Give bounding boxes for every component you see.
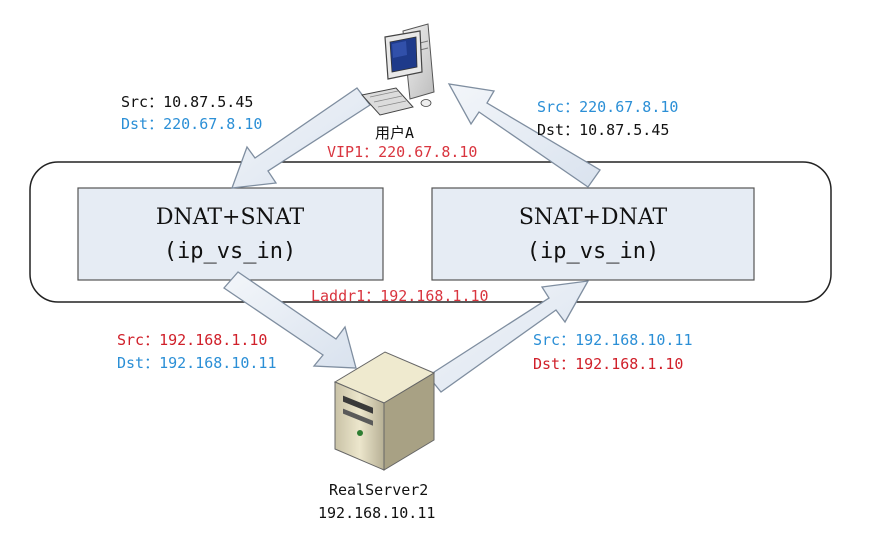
outbound-nat-box: SNAT+DNAT (ip_vs_in) (431, 187, 755, 281)
vip-label: VIP1：220.67.8.10 (327, 143, 477, 161)
arrow-client-to-lvs (231, 87, 371, 189)
lvs-to-client-dst: Dst：10.87.5.45 (537, 121, 669, 139)
server-tower-icon (333, 351, 436, 471)
lvs-to-client-src: Src：220.67.8.10 (537, 98, 678, 116)
inbound-nat-box: DNAT+SNAT (ip_vs_in) (77, 187, 384, 281)
inbound-box-title: DNAT+SNAT (156, 205, 305, 230)
server-to-lvs-src: Src：192.168.10.11 (533, 331, 693, 349)
inbound-box-subtitle: (ip_vs_in) (164, 239, 296, 264)
desktop-computer-icon (361, 23, 435, 116)
arrow-lvs-to-server (223, 271, 357, 369)
lvs-to-server-dst: Dst：192.168.10.11 (117, 354, 277, 372)
arrow-lvs-to-client (447, 83, 601, 188)
outbound-box-subtitle: (ip_vs_in) (527, 239, 659, 264)
client-to-lvs-src: Src：10.87.5.45 (121, 93, 253, 111)
arrow-server-to-lvs (427, 280, 590, 393)
outbound-box-title: SNAT+DNAT (519, 205, 668, 230)
laddr-label: Laddr1：192.168.1.10 (311, 287, 489, 305)
server-to-lvs-dst: Dst：192.168.1.10 (533, 355, 683, 373)
client-label: 用户A (375, 124, 414, 142)
server-ip: 192.168.10.11 (318, 504, 435, 522)
server-name: RealServer2 (329, 481, 428, 499)
lvs-to-server-src: Src：192.168.1.10 (117, 331, 267, 349)
client-to-lvs-dst: Dst：220.67.8.10 (121, 115, 262, 133)
